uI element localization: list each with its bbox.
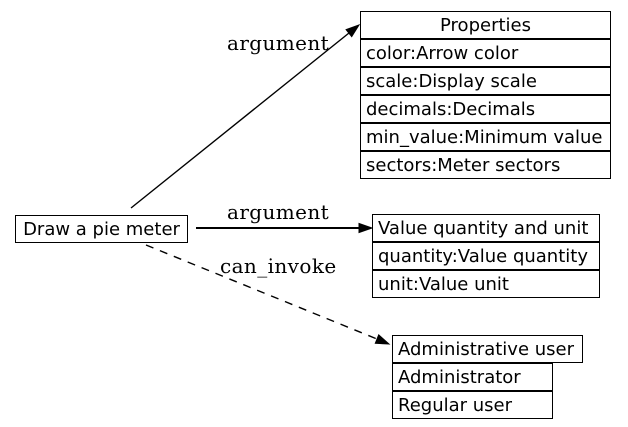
value-quantity-table-row: quantity:Value quantity	[372, 242, 600, 270]
properties-table-row: sectors:Meter sectors	[360, 151, 611, 179]
administrative-user-table: Administrative user Administrator Regula…	[392, 335, 583, 419]
properties-table-row: scale:Display scale	[360, 67, 611, 95]
edge-label-argument-top: argument	[227, 31, 330, 55]
properties-table-header: Properties	[360, 11, 611, 39]
properties-table: Properties color:Arrow color scale:Displ…	[360, 11, 611, 179]
value-quantity-table: Value quantity and unit quantity:Value q…	[372, 214, 600, 298]
value-quantity-table-header: Value quantity and unit	[372, 214, 600, 242]
node-draw-pie-meter: Draw a pie meter	[15, 215, 188, 243]
administrative-user-table-row: Regular user	[392, 391, 553, 419]
administrative-user-table-header: Administrative user	[392, 335, 583, 363]
properties-table-row: min_value:Minimum value	[360, 123, 611, 151]
argument-edge-middle	[196, 222, 374, 234]
properties-table-row: color:Arrow color	[360, 39, 611, 67]
value-quantity-table-row: unit:Value unit	[372, 270, 600, 298]
edge-label-argument-middle: argument	[227, 200, 330, 224]
edge-label-can-invoke: can_invoke	[220, 254, 337, 278]
administrative-user-table-row: Administrator	[392, 363, 553, 391]
properties-table-row: decimals:Decimals	[360, 95, 611, 123]
